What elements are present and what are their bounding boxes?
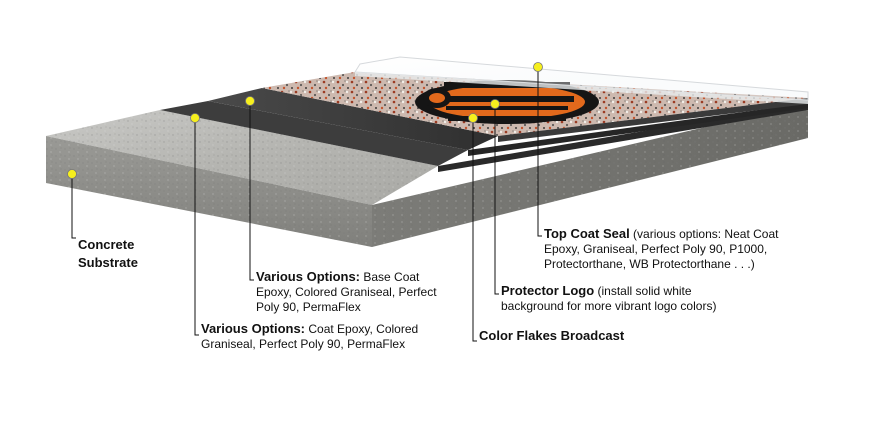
concrete-title-line2: Substrate	[78, 255, 138, 270]
concrete-title-line1: Concrete	[78, 237, 135, 252]
base-coat-layer	[208, 88, 808, 156]
top-coat-title: Top Coat Seal	[544, 226, 630, 241]
leader-coat-epoxy	[194, 118, 199, 336]
protector-logo-title: Protector Logo	[501, 283, 595, 298]
coat-epoxy-title: Various Options:	[201, 321, 306, 336]
leader-concrete	[71, 174, 76, 239]
leader-color-flakes	[472, 118, 477, 342]
marker-top-coat	[533, 62, 543, 72]
protector-logo-desc: (install solid white background for more…	[501, 284, 717, 313]
top-coat-glass	[354, 56, 809, 104]
leader-top-coat	[537, 67, 542, 237]
coat-epoxy-desc: Coat Epoxy, Colored Graniseal, Perfect P…	[201, 322, 419, 351]
marker-base-coat	[245, 96, 255, 106]
color-flakes-title: Color Flakes Broadcast	[479, 328, 625, 343]
concrete-slab	[46, 103, 808, 247]
marker-color-flakes	[468, 113, 478, 123]
leader-protector-logo	[494, 104, 499, 295]
top-coat-label: Top Coat Seal (various options: Neat Coa…	[544, 226, 814, 272]
base-coat-label: Various Options: Base Coat Epoxy, Colore…	[256, 269, 456, 315]
marker-concrete	[67, 169, 77, 179]
coat-epoxy-label: Various Options: Coat Epoxy, Colored Gra…	[201, 321, 436, 352]
marker-coat-epoxy	[190, 113, 200, 123]
markers	[67, 62, 543, 179]
leader-base-coat	[249, 101, 254, 281]
marker-protector-logo	[490, 99, 500, 109]
base-coat-title: Various Options:	[256, 269, 361, 284]
top-coat-desc: (various options: Neat Coat Epoxy, Grani…	[544, 227, 779, 271]
color-flakes-label: Color Flakes Broadcast	[479, 328, 679, 344]
concrete-substrate-label: Concrete Substrate	[78, 236, 188, 272]
protector-logo-graphic	[415, 80, 599, 124]
protector-logo-label: Protector Logo (install solid white back…	[501, 283, 741, 314]
leader-lines	[71, 67, 542, 342]
base-coat-desc: Base Coat Epoxy, Colored Graniseal, Perf…	[256, 270, 437, 314]
